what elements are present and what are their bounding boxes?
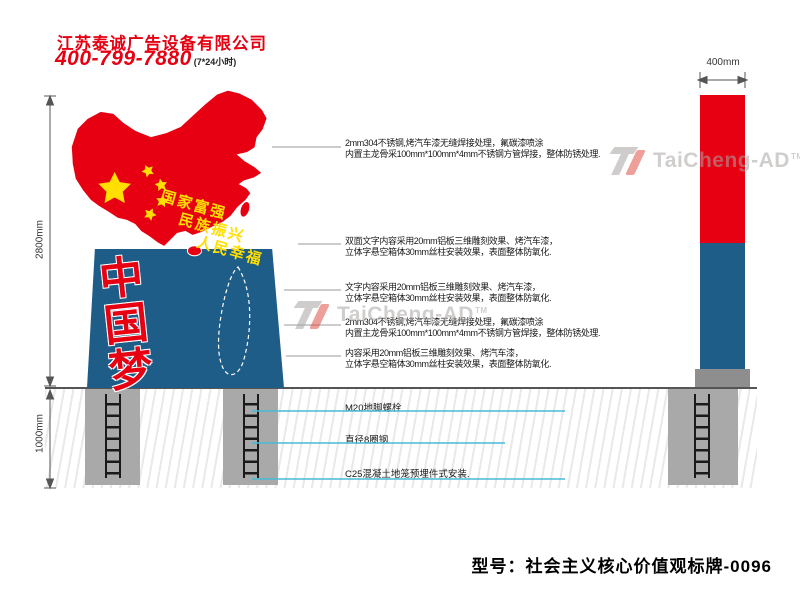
foundation-pier-left <box>85 389 140 485</box>
rebar-ladder-icon <box>694 394 710 478</box>
china-map-sign <box>70 89 268 257</box>
rebar-ladder-icon <box>104 394 121 478</box>
hotline-phone: 400-799-7880 <box>55 47 192 70</box>
annotation-steel-panel-bottom: 2mm304不锈钢,烤汽车漆无缝焊接处理，氟碳漆喷涂 内置主龙骨采100mm*1… <box>345 317 601 339</box>
annotation-line: 双面文字内容采用20mm铝板三维雕刻效果、烤汽车漆， <box>345 236 558 246</box>
annotation-line: 立体字悬空箱体30mm丝柱安装效果，表面整体防氧化. <box>345 293 552 303</box>
annotation-line: 内置主龙骨采100mm*100mm*4mm不锈钢方管焊接，整体防锈处理. <box>345 328 601 338</box>
taicheng-logo-icon <box>609 146 648 176</box>
dimension-foundation-depth: 1000mm <box>34 414 46 453</box>
watermark-text: TaiCheng-ADTM <box>653 149 800 172</box>
dimension-post-width: 400mm <box>706 57 740 68</box>
taiwan-island-shape <box>239 200 251 218</box>
taicheng-logo-icon <box>293 300 332 330</box>
annotation-double-sided-text: 双面文字内容采用20mm铝板三维雕刻效果、烤汽车漆， 立体字悬空箱体30mm丝柱… <box>345 236 558 258</box>
foundation-pier-sideview <box>668 389 738 485</box>
watermark-logo: TaiCheng-ADTM <box>293 300 488 330</box>
hotline: 400-799-7880(7*24小时) <box>55 47 236 71</box>
annotation-line: 内置主龙骨采100mm*100mm*4mm不锈钢方管焊接，整体防锈处理. <box>345 149 601 159</box>
annotation-steel-panel-top: 2mm304不锈钢,烤汽车漆无缝焊接处理，氟碳漆喷涂 内置主龙骨采100mm*1… <box>345 138 601 160</box>
annotation-line: 2mm304不锈钢,烤汽车漆无缝焊接处理，氟碳漆喷涂 <box>345 138 544 148</box>
watermark-logo: TaiCheng-ADTM <box>609 146 800 176</box>
rebar-ladder-icon <box>242 394 259 478</box>
annotation-text-relief: 文字内容采用20mm铝板三维雕刻效果、烤汽车漆， 立体字悬空箱体30mm丝柱安装… <box>345 282 552 304</box>
annotation-content-relief: 内容采用20mm铝板三维雕刻效果、烤汽车漆， 立体字悬空箱体30mm丝柱安装效果… <box>345 348 552 370</box>
hotline-note: (7*24小时) <box>193 57 237 67</box>
sideview-base-plate <box>695 369 750 387</box>
annotation-rebar: 直径8圈钢 <box>345 435 389 446</box>
annotation-concrete: C25混凝土地笼预埋件式安装. <box>345 469 470 480</box>
sideview-post-upper <box>700 95 745 243</box>
china-mainland-shape <box>70 89 268 248</box>
sign-pedestal <box>87 249 284 388</box>
annotation-line: 文字内容采用20mm铝板三维雕刻效果、烤汽车漆， <box>345 282 541 292</box>
ground-hatch-band <box>45 387 757 488</box>
model-number: 型号：社会主义核心价值观标牌-0096 <box>471 557 772 576</box>
watermark-text: TaiCheng-ADTM <box>337 303 488 326</box>
company-name: 江苏泰诚广告设备有限公司 <box>57 35 267 53</box>
annotation-line: 立体字悬空箱体30mm丝柱安装效果，表面整体防氧化. <box>345 247 552 257</box>
dimension-total-height: 2800mm <box>34 220 46 259</box>
foundation-pier-right <box>223 389 278 485</box>
annotation-line: 立体字悬空箱体30mm丝柱安装效果，表面整体防氧化. <box>345 359 552 369</box>
annotation-line: 2mm304不锈钢,烤汽车漆无缝焊接处理，氟碳漆喷涂 <box>345 317 544 327</box>
annotation-line: 内容采用20mm铝板三维雕刻效果、烤汽车漆， <box>345 348 524 358</box>
hainan-island-shape <box>186 245 203 257</box>
annotation-anchor-bolt: M20地脚螺栓 <box>345 403 402 414</box>
sideview-post-lower <box>700 243 745 369</box>
